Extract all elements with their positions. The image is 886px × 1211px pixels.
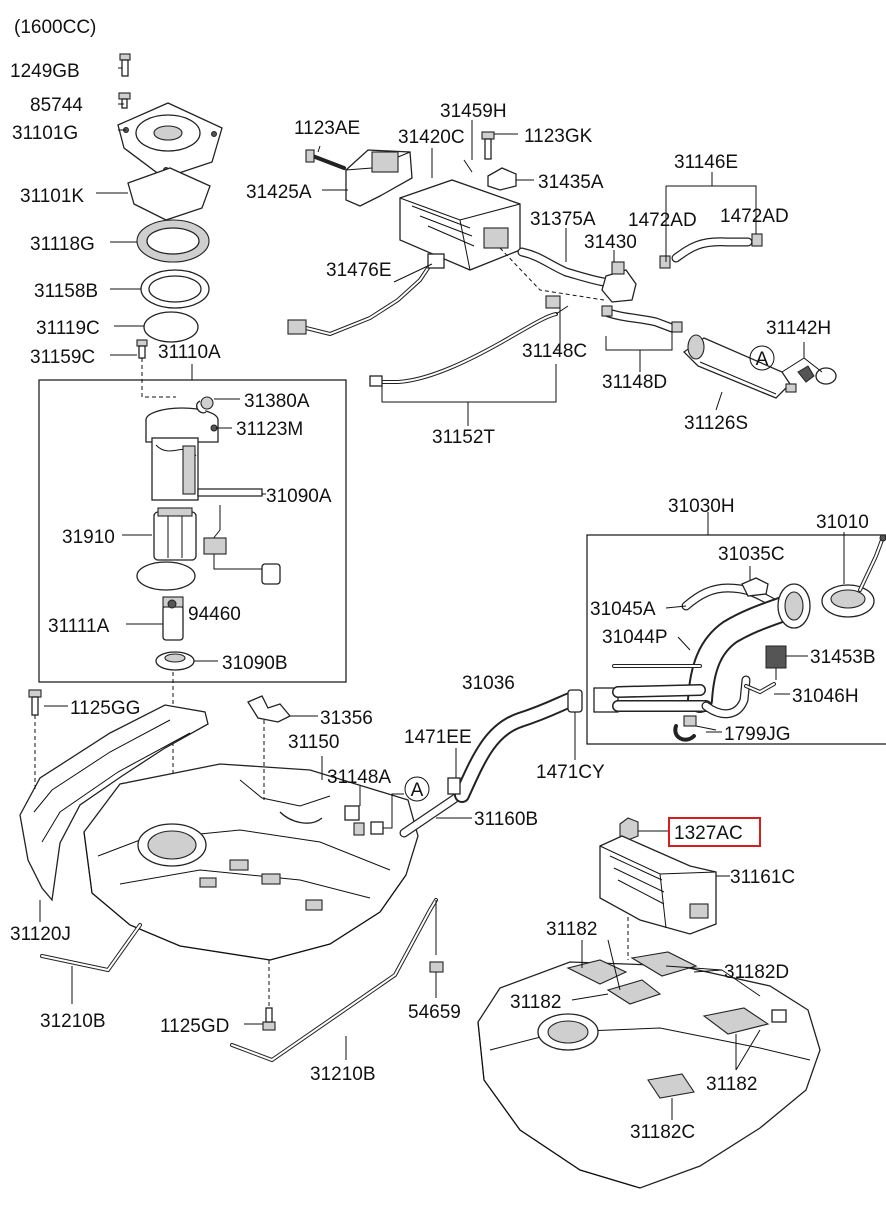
label-31044p: 31044P <box>602 627 668 648</box>
diagram-title: (1600CC) <box>14 17 96 38</box>
label-31101k: 31101K <box>20 186 84 207</box>
label-31182-b: 31182 <box>510 992 561 1013</box>
label-1472ad-b: 1472AD <box>720 206 789 227</box>
label-1125gg: 1125GG <box>70 698 140 719</box>
label-85744: 85744 <box>30 95 83 116</box>
leader-lines <box>39 67 845 1120</box>
label-1327ac: 1327AC <box>674 823 743 844</box>
label-31161c: 31161C <box>730 867 795 888</box>
cover-plate-31101g <box>117 102 223 179</box>
label-31119c: 31119C <box>36 318 100 339</box>
label-31375a: 31375A <box>530 209 596 230</box>
label-31146e: 31146E <box>674 152 738 173</box>
part-labels: (1600CC) 1249GB 85744 31101G 31101K 3111… <box>10 17 876 1143</box>
label-1799jg: 1799JG <box>724 724 791 745</box>
label-31210b-left: 31210B <box>40 1011 106 1032</box>
filler-neck-31030h <box>593 534 886 742</box>
label-31111a: 31111A <box>48 616 110 637</box>
label-31152t: 31152T <box>432 427 495 448</box>
label-31459h: 31459H <box>440 101 507 122</box>
label-1471ee: 1471EE <box>404 727 472 748</box>
filler-neck-frame <box>586 534 886 745</box>
pad-31182-c <box>702 1007 770 1035</box>
callout-a-lower-letter: A <box>411 780 424 801</box>
label-31476e: 31476E <box>326 260 392 281</box>
label-31148d: 31148D <box>602 372 667 393</box>
label-31045a: 31045A <box>590 599 656 620</box>
alt-fuel-tank <box>477 817 821 1189</box>
label-1472ad-a: 1472AD <box>628 210 697 231</box>
label-94460: 94460 <box>188 604 241 625</box>
callout-a-upper-letter: A <box>756 349 769 370</box>
label-31182-c: 31182 <box>706 1074 757 1095</box>
label-31150: 31150 <box>288 732 339 753</box>
ring-31158b <box>140 269 210 309</box>
label-31123m: 31123M <box>236 419 303 440</box>
label-31126s: 31126S <box>684 413 748 434</box>
label-31435a: 31435A <box>538 172 604 193</box>
label-31159c: 31159C <box>30 347 95 368</box>
o-ring-31119c <box>143 311 199 343</box>
highlight-box-1327ac <box>668 817 761 847</box>
pad-31182-b <box>606 979 662 1005</box>
fuel-tank-31150 <box>19 689 444 1063</box>
bolt-31159c <box>136 339 148 359</box>
label-31182c: 31182C <box>630 1122 695 1143</box>
label-1123gk: 1123GK <box>524 126 593 147</box>
label-31142h: 31142H <box>766 318 831 339</box>
label-31356: 31356 <box>320 708 373 729</box>
label-1125gd: 1125GD <box>160 1016 229 1037</box>
label-31160b: 31160B <box>474 809 538 830</box>
label-31380a: 31380A <box>244 391 310 412</box>
label-31030h: 31030H <box>668 496 735 517</box>
label-31182-a: 31182 <box>546 919 597 940</box>
label-31210b-right: 31210B <box>310 1064 376 1085</box>
callout-a-upper: A <box>749 345 775 371</box>
label-31910: 31910 <box>62 527 115 548</box>
label-31420c: 31420C <box>398 127 465 148</box>
label-31158b: 31158B <box>34 281 98 302</box>
screw-85744 <box>118 92 131 109</box>
pad-31182c <box>647 1073 695 1099</box>
gasket-31101k <box>127 167 211 221</box>
label-31036: 31036 <box>462 673 515 694</box>
label-31101g: 31101G <box>12 123 78 144</box>
label-31148a: 31148A <box>327 767 391 788</box>
callout-a-lower: A <box>404 776 430 802</box>
label-31046h: 31046H <box>792 686 859 707</box>
label-54659: 54659 <box>408 1002 461 1023</box>
label-31118g: 31118G <box>30 234 95 255</box>
label-1471cy: 1471CY <box>536 762 605 783</box>
label-31425a: 31425A <box>246 182 312 203</box>
label-1123ae: 1123AE <box>294 118 360 139</box>
fuel-pump-module <box>136 396 281 834</box>
filler-neck-hose <box>399 689 583 838</box>
label-31010: 31010 <box>816 512 869 533</box>
label-31090a: 31090A <box>266 486 332 507</box>
label-31430: 31430 <box>584 232 637 253</box>
label-31110a: 31110A <box>158 342 221 363</box>
bolt-1249gb <box>119 53 131 77</box>
label-1249gb: 1249GB <box>10 61 80 82</box>
label-31453b: 31453B <box>810 647 876 668</box>
canister-assembly <box>287 131 837 399</box>
ring-31118g <box>136 219 210 263</box>
sender-gasket-stack <box>117 53 223 359</box>
label-31035c: 31035C <box>718 544 785 565</box>
pad-31182-d <box>630 951 698 977</box>
label-31182d: 31182D <box>724 962 789 983</box>
label-31090b: 31090B <box>222 653 288 674</box>
label-31148c: 31148C <box>522 341 587 362</box>
label-31120j: 31120J <box>10 924 71 945</box>
